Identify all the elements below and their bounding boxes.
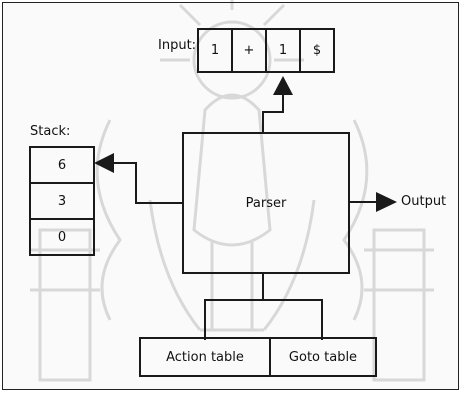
output-label: Output [401,194,447,209]
stack-label: Stack: [30,124,71,139]
stack-cell: 0 [29,218,95,256]
input-cell: + [231,28,267,73]
parser-box: Parser [182,132,350,274]
stack-cell: 3 [29,182,95,220]
input-label: Input: [158,38,197,53]
action-table-box: Action table [139,337,271,377]
stack-cell: 6 [29,146,95,184]
goto-table-box: Goto table [269,337,377,377]
input-cell: 1 [265,28,301,73]
input-cell: $ [299,28,335,73]
input-cell: 1 [197,28,233,73]
